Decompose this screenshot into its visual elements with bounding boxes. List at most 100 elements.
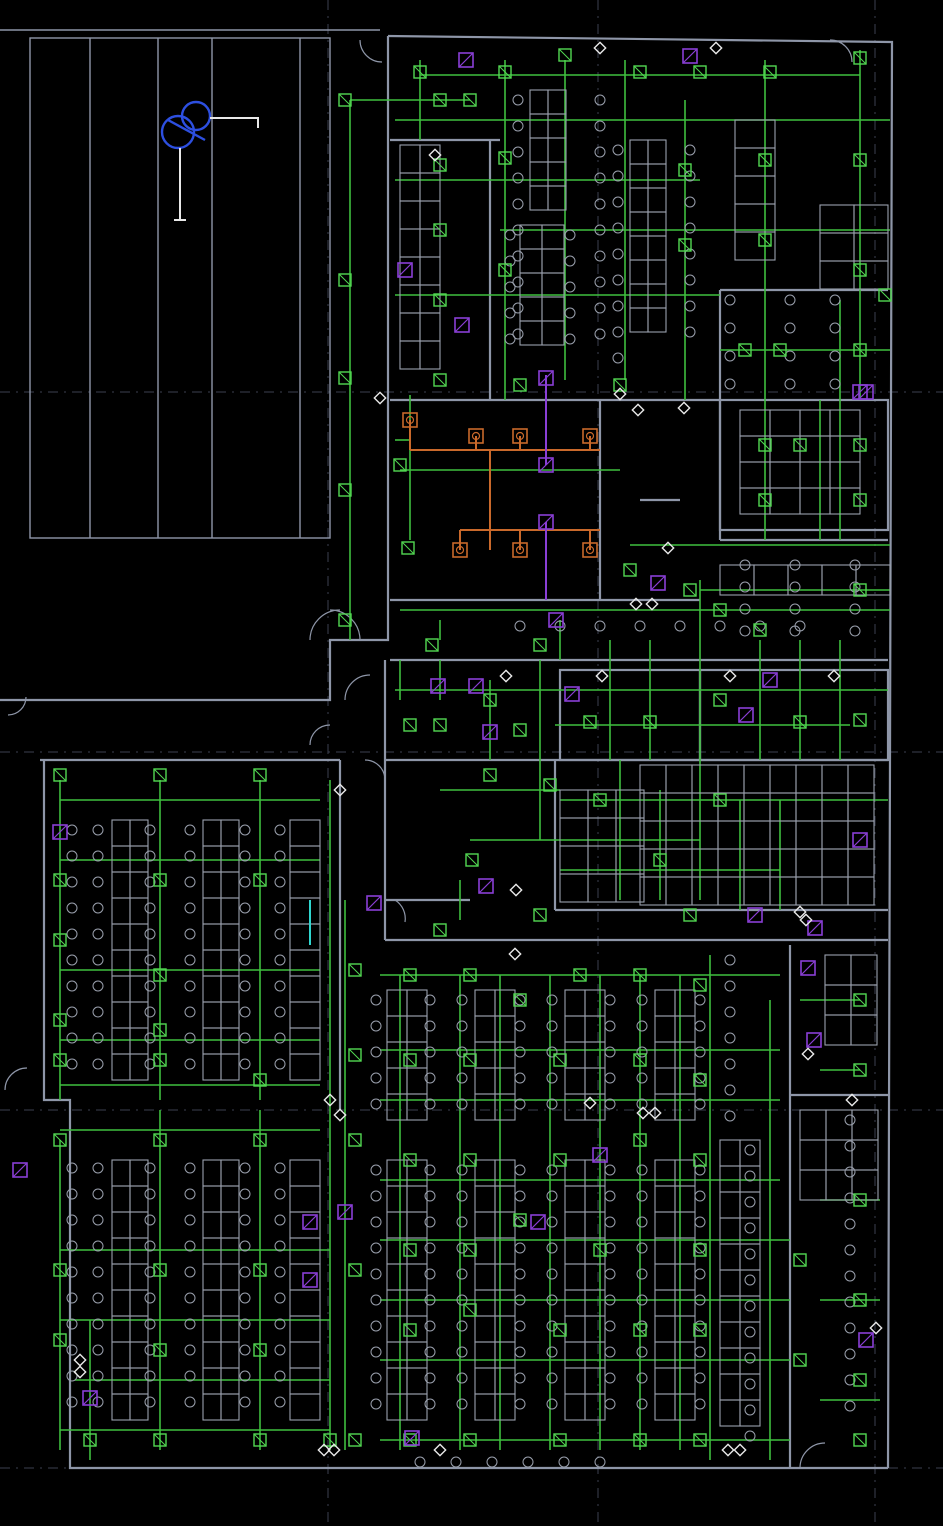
- chair-icon: [274, 954, 286, 966]
- chair-icon: [612, 300, 624, 312]
- supply-diffuser-icon: [593, 1243, 607, 1257]
- chair-icon: [239, 1318, 251, 1330]
- chair-icon: [844, 1348, 856, 1360]
- chair-icon: [724, 1006, 736, 1018]
- supply-diffuser-icon: [53, 1333, 67, 1347]
- supply-diffuser-icon: [463, 968, 477, 982]
- return-grille-icon: [548, 612, 564, 628]
- supply-diffuser-icon: [53, 1013, 67, 1027]
- chair-icon: [144, 850, 156, 862]
- chair-icon: [694, 1320, 706, 1332]
- chair-icon: [744, 1430, 756, 1442]
- desk: [734, 231, 776, 261]
- supply-diffuser-icon: [758, 153, 772, 167]
- supply-diffuser-icon: [758, 493, 772, 507]
- workstation-furniture: [111, 89, 891, 1427]
- chair-icon: [239, 1214, 251, 1226]
- return-grille-icon: [538, 457, 554, 473]
- chair-icon: [144, 1006, 156, 1018]
- chair-icon: [370, 1372, 382, 1384]
- chair-icon: [144, 1058, 156, 1070]
- supply-diffuser-icon: [403, 1053, 417, 1067]
- chair-icon: [274, 1058, 286, 1070]
- return-grille-icon: [650, 575, 666, 591]
- chair-icon: [370, 1268, 382, 1280]
- chair-icon: [694, 1398, 706, 1410]
- supply-diffuser-icon: [425, 638, 439, 652]
- chair-icon: [184, 1162, 196, 1174]
- chair-icon: [514, 620, 526, 632]
- chair-icon: [274, 1162, 286, 1174]
- chair-icon: [424, 1346, 436, 1358]
- supply-diffuser-icon: [553, 1433, 567, 1447]
- chair-icon: [594, 94, 606, 106]
- supply-diffuser-icon: [348, 1048, 362, 1062]
- chair-icon: [274, 850, 286, 862]
- chair-icon: [92, 1214, 104, 1226]
- chair-icon: [694, 1372, 706, 1384]
- chair-icon: [594, 224, 606, 236]
- chair-icon: [504, 281, 516, 293]
- chair-icon: [849, 559, 861, 571]
- chair-icon: [239, 850, 251, 862]
- supply-diffuser-icon: [693, 978, 707, 992]
- chair-icon: [694, 1020, 706, 1032]
- chair-icon: [684, 248, 696, 260]
- return-grille-icon: [858, 1332, 874, 1348]
- supply-diffuser-icon: [153, 1053, 167, 1067]
- chair-icon: [144, 1370, 156, 1382]
- supply-diffuser-icon: [853, 153, 867, 167]
- supply-diffuser-icon: [853, 1193, 867, 1207]
- chair-icon: [739, 603, 751, 615]
- supply-diffuser-icon: [633, 1133, 647, 1147]
- chair-icon: [144, 954, 156, 966]
- thermostat-marker-icon: [433, 1443, 447, 1457]
- chair-icon: [514, 1098, 526, 1110]
- building-walls: [0, 34, 894, 1470]
- chair-icon: [514, 1294, 526, 1306]
- chair-icon: [504, 307, 516, 319]
- chair-icon: [424, 1216, 436, 1228]
- supply-diffuser-icon: [678, 163, 692, 177]
- return-grille-icon: [747, 907, 763, 923]
- chair-icon: [636, 1294, 648, 1306]
- chair-icon: [612, 196, 624, 208]
- chair-icon: [612, 144, 624, 156]
- chair-icon: [184, 824, 196, 836]
- return-grille-icon: [852, 832, 868, 848]
- return-grille-icon: [337, 1204, 353, 1220]
- return-grille-icon: [458, 52, 474, 68]
- chair-icon: [514, 1046, 526, 1058]
- chair-icon: [744, 1196, 756, 1208]
- chair-icon: [184, 1214, 196, 1226]
- chair-icon: [424, 1164, 436, 1176]
- supply-diffuser-icon: [633, 968, 647, 982]
- chair-icon: [66, 850, 78, 862]
- thermostat-marker-icon: [869, 1321, 883, 1335]
- supply-diffuser-icon: [433, 923, 447, 937]
- chair-icon: [844, 1270, 856, 1282]
- chair-icon: [849, 625, 861, 637]
- chair-icon: [184, 1344, 196, 1356]
- return-grille-icon: [538, 370, 554, 386]
- chair-icon: [184, 1292, 196, 1304]
- chair-icon: [546, 1164, 558, 1176]
- chair-icon: [604, 1346, 616, 1358]
- chair-icon: [66, 1318, 78, 1330]
- chair-icon: [514, 1268, 526, 1280]
- chair-icon: [370, 1216, 382, 1228]
- supply-diffuser-icon: [433, 93, 447, 107]
- chair-icon: [636, 1164, 648, 1176]
- chair-icon: [724, 1058, 736, 1070]
- chair-icon: [612, 352, 624, 364]
- chair-icon: [514, 1020, 526, 1032]
- supply-diffuser-icon: [553, 1323, 567, 1337]
- supply-diffuser-icon: [853, 263, 867, 277]
- exhaust-fan-icon: [402, 412, 418, 428]
- thermostat-marker-icon: [793, 905, 807, 919]
- chair-icon: [274, 824, 286, 836]
- chair-icon: [144, 902, 156, 914]
- supply-diffuser-icon: [878, 288, 892, 302]
- chair-icon: [239, 1370, 251, 1382]
- chair-icon: [684, 300, 696, 312]
